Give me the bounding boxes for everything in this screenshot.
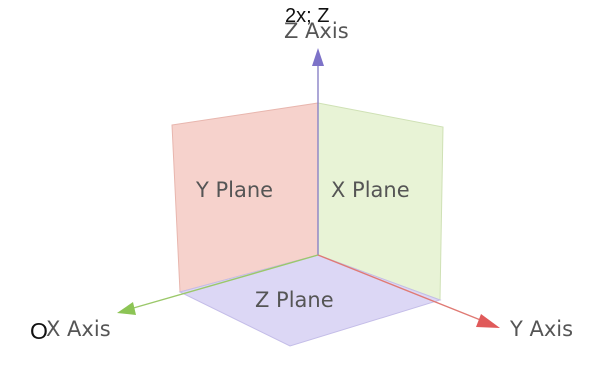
x-axis-arrowhead [117,302,136,315]
y-axis-line [317,254,484,322]
z-axis-label: Z Axis [284,19,349,43]
z-plane-label: Z Plane [255,288,334,312]
y-axis-label: Y Axis [509,317,573,341]
overlay-top-text: 2x; Z [285,5,329,27]
y-plane-label: Y Plane [195,178,273,202]
y-axis-arrowhead [476,314,500,328]
overlay-left-text: O [30,318,48,344]
x-axis-line [129,254,319,310]
x-axis-label: X Axis [46,317,111,341]
z-axis-arrowhead [312,48,324,66]
x-plane-label: X Plane [331,178,410,202]
